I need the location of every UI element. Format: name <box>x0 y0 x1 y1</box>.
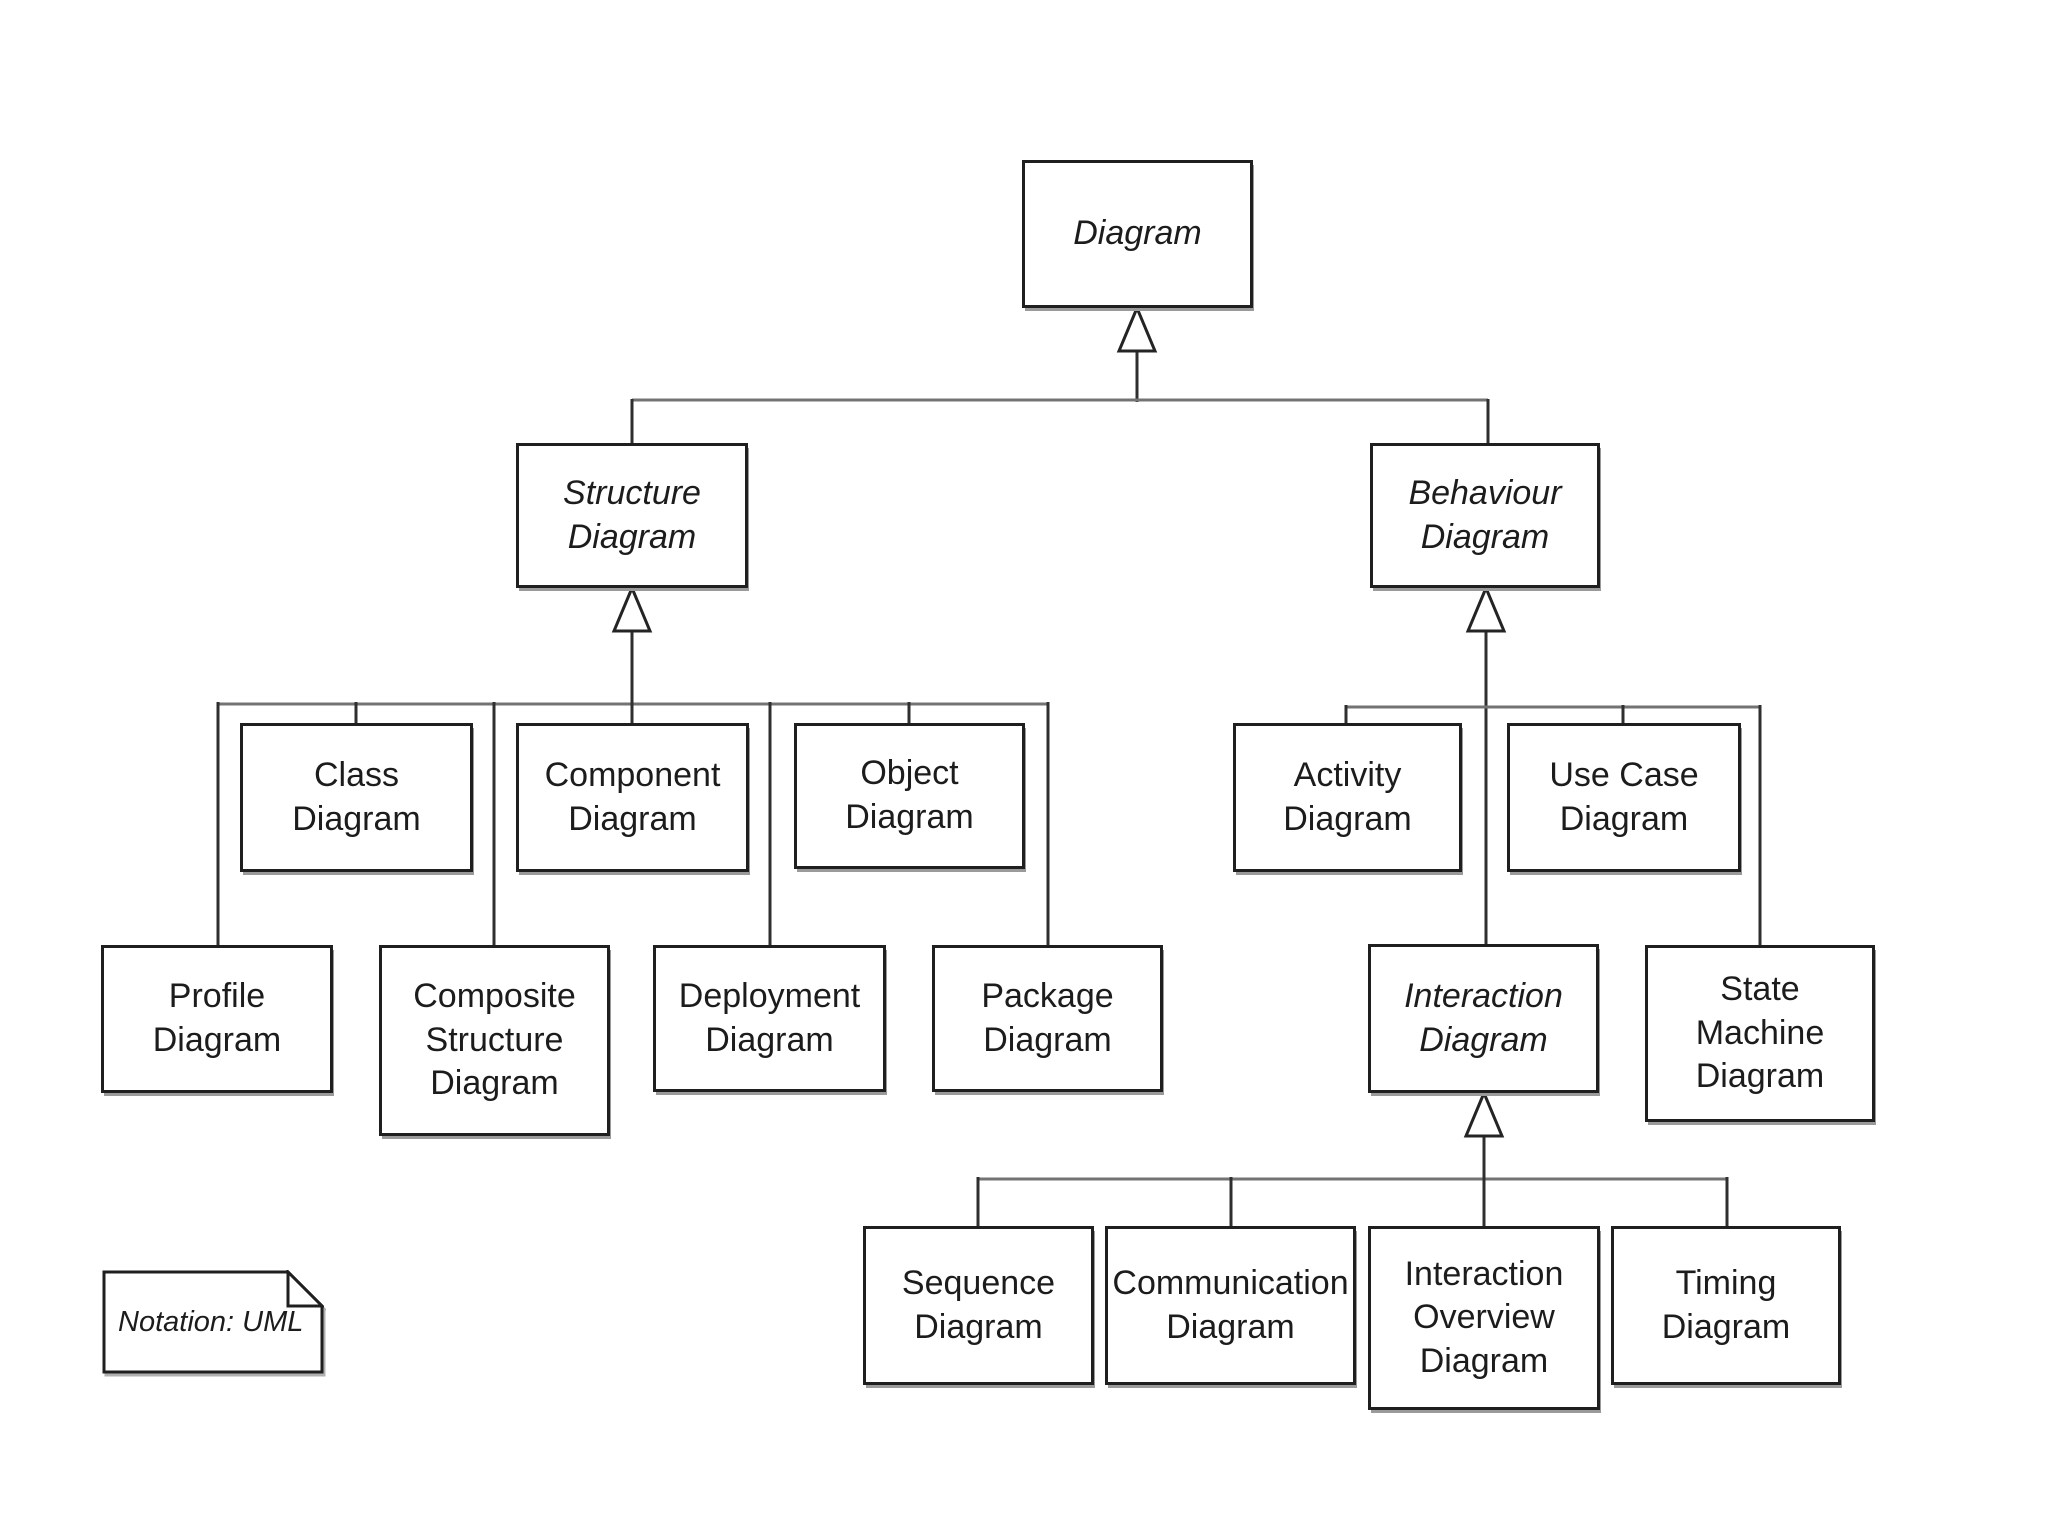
note-shape <box>102 1270 324 1374</box>
node-interaction-diagram-label: Interaction Diagram <box>1404 976 1563 1059</box>
node-timing-diagram: Timing Diagram <box>1611 1226 1841 1385</box>
node-composite-structure-diagram: Composite Structure Diagram <box>379 945 610 1136</box>
uml-note: Notation: UML <box>102 1270 324 1374</box>
node-behaviour-diagram-label: Behaviour Diagram <box>1408 473 1562 556</box>
node-structure-diagram-label: Structure Diagram <box>563 473 701 556</box>
node-activity-diagram: Activity Diagram <box>1233 723 1462 872</box>
node-class-diagram-label: Class Diagram <box>292 755 421 838</box>
node-component-diagram: Component Diagram <box>516 723 749 872</box>
node-interaction-overview-diagram-label: Interaction Overview Diagram <box>1404 1254 1564 1380</box>
node-structure-diagram: Structure Diagram <box>516 443 748 588</box>
node-communication-diagram: Communication Diagram <box>1105 1226 1356 1385</box>
node-activity-diagram-label: Activity Diagram <box>1283 755 1412 838</box>
generalization-arrowhead <box>1463 1089 1505 1138</box>
node-use-case-diagram: Use Case Diagram <box>1507 723 1741 872</box>
node-component-diagram-label: Component Diagram <box>544 755 721 838</box>
node-use-case-diagram-label: Use Case Diagram <box>1549 755 1699 838</box>
node-package-diagram: Package Diagram <box>932 945 1163 1092</box>
node-behaviour-diagram: Behaviour Diagram <box>1370 443 1600 588</box>
node-sequence-diagram: Sequence Diagram <box>863 1226 1094 1385</box>
generalization-arrowhead <box>1116 304 1158 353</box>
node-interaction-diagram: Interaction Diagram <box>1368 944 1599 1093</box>
node-deployment-diagram-label: Deployment Diagram <box>678 976 861 1059</box>
node-communication-diagram-label: Communication Diagram <box>1112 1263 1349 1346</box>
node-timing-diagram-label: Timing Diagram <box>1661 1263 1791 1346</box>
node-state-machine-diagram-label: State Machine Diagram <box>1695 970 1825 1096</box>
note-fold-icon <box>286 1270 324 1308</box>
note-text: Notation: UML <box>118 1305 304 1338</box>
node-state-machine-diagram: State Machine Diagram <box>1645 945 1875 1122</box>
generalization-arrowhead <box>611 584 653 633</box>
node-object-diagram-label: Object Diagram <box>845 754 974 836</box>
node-composite-structure-diagram-label: Composite Structure Diagram <box>413 977 576 1103</box>
node-object-diagram: Object Diagram <box>794 723 1025 869</box>
node-class-diagram: Class Diagram <box>240 723 473 872</box>
node-interaction-overview-diagram: Interaction Overview Diagram <box>1368 1226 1600 1410</box>
node-diagram-label: Diagram <box>1073 214 1202 253</box>
node-profile-diagram-label: Profile Diagram <box>152 977 282 1059</box>
node-package-diagram-label: Package Diagram <box>981 976 1114 1059</box>
node-sequence-diagram-label: Sequence Diagram <box>901 1263 1056 1346</box>
node-deployment-diagram: Deployment Diagram <box>653 945 886 1092</box>
node-diagram: Diagram <box>1022 160 1253 308</box>
node-profile-diagram: Profile Diagram <box>101 945 333 1093</box>
generalization-arrowhead <box>1465 584 1507 633</box>
